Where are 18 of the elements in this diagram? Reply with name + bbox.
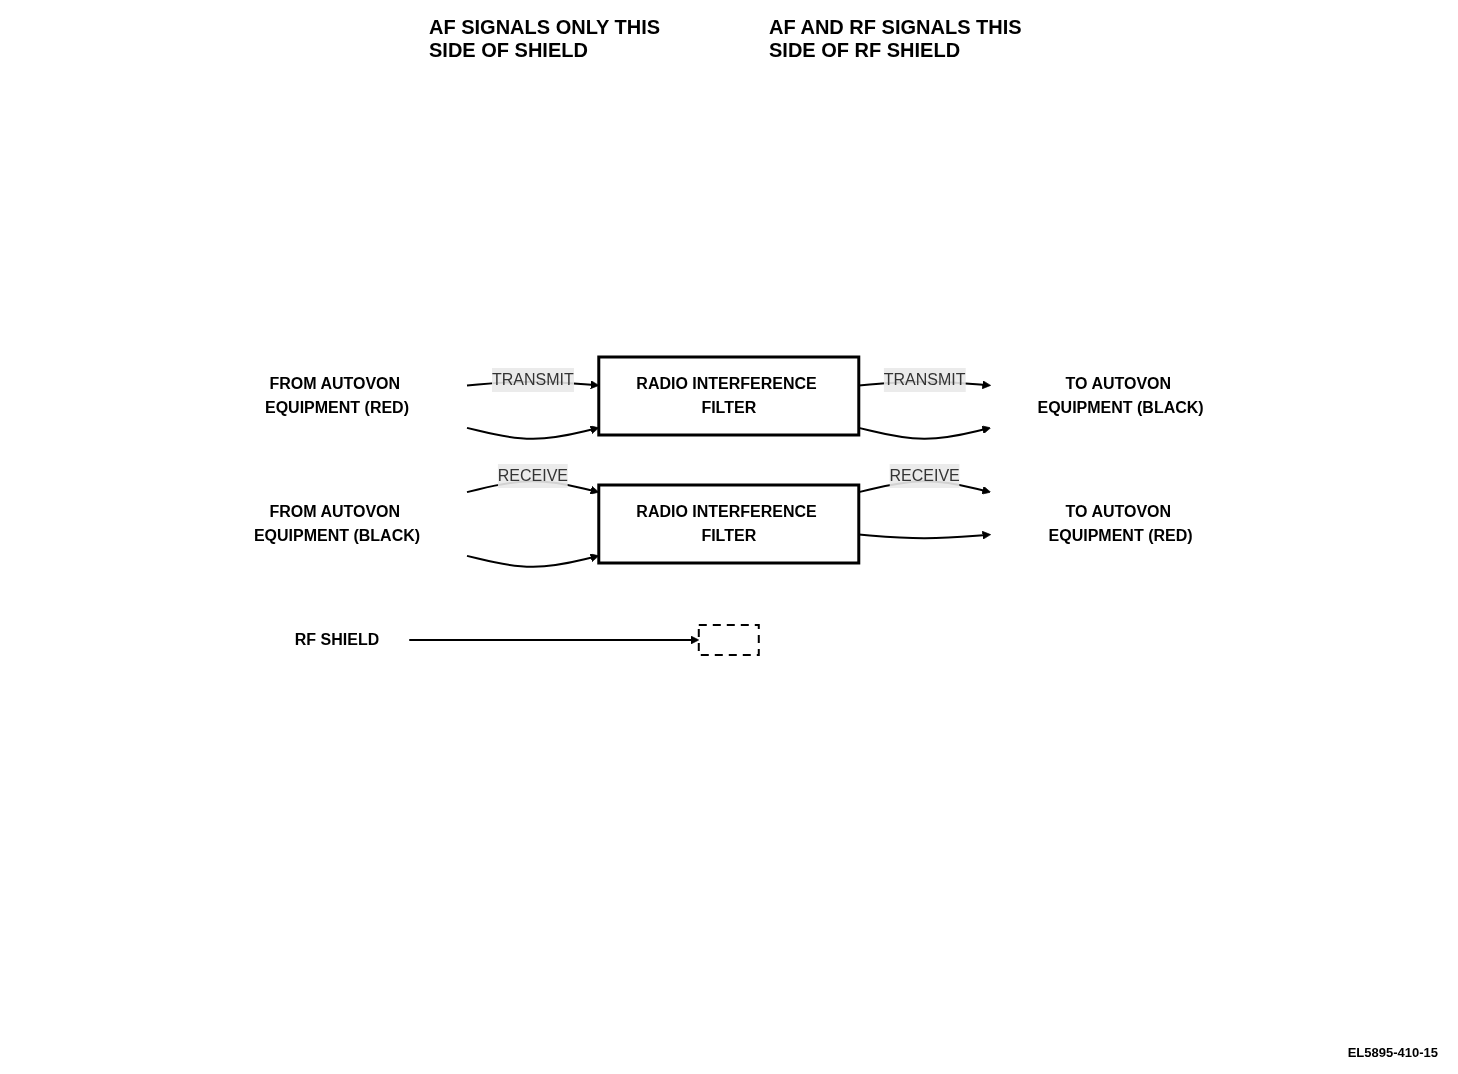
node-text: TO AUTOVON EQUIPMENT (RED) [1048,503,1193,544]
edge-label: RECEIVE [497,467,569,484]
note-text: AF SIGNALS ONLY THIS SIDE OF SHIELD [429,16,662,62]
figure-code: EL5895-410-15 [1347,1045,1438,1060]
node-box: RADIO INTERFERENCE FILTER [597,483,861,565]
arrow [466,553,600,568]
node-text: FROM AUTOVON EQUIPMENT (BLACK) [254,503,421,544]
node-text: FROM AUTOVON EQUIPMENT (RED) [265,375,410,416]
edge-label: TRANSMIT [492,371,574,388]
node-box: RADIO INTERFERENCE FILTER [597,355,861,437]
arrow [408,635,700,645]
note-text: AF AND RF SIGNALS THIS SIDE OF RF SHIELD [769,16,1023,62]
node-bar [698,624,760,656]
node-text: TO AUTOVON EQUIPMENT (BLACK) [1037,375,1204,416]
node-text: RF SHIELD [294,631,380,648]
edge-label: RECEIVE [889,467,961,484]
arrow [466,425,600,440]
edge-label: TRANSMIT [884,371,966,388]
